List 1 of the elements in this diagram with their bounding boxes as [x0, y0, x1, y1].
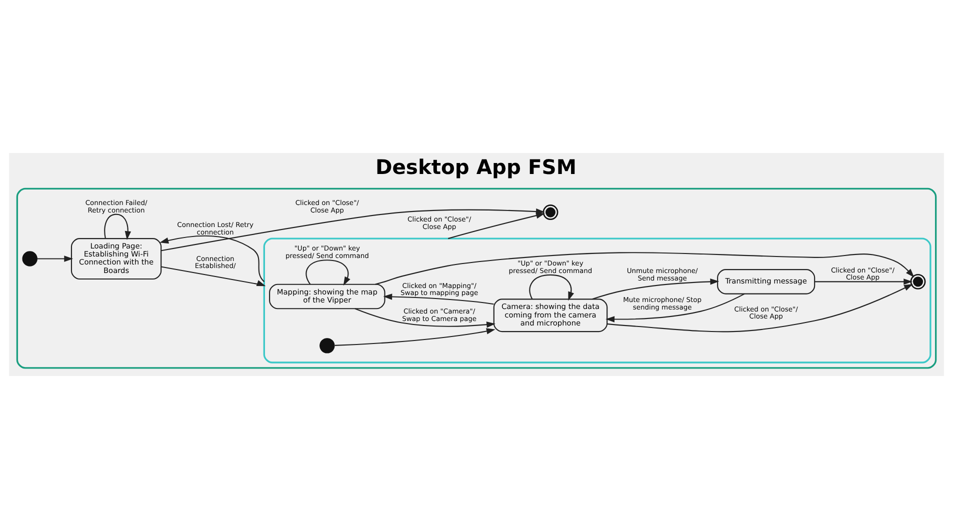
diagram-title: Desktop App FSM	[375, 154, 576, 179]
